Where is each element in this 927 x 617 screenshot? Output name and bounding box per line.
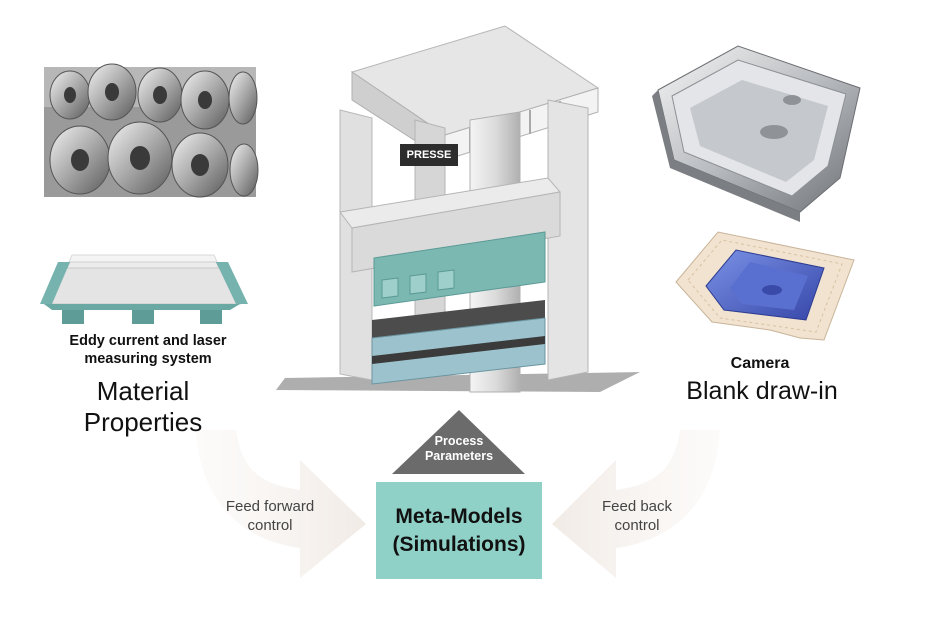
press-machine-image [276,25,640,393]
blank-draw-in-image [675,231,855,341]
meta-models-title: Meta-Models [395,504,523,528]
meta-models-box: Meta-Models (Simulations) [376,482,542,579]
blank-draw-in-title: Blank draw-in [686,377,838,405]
material-properties-title: Material Properties [83,376,203,437]
sink-image [652,45,861,222]
sensor-caption: Eddy current and laser measuring system [69,333,227,367]
process-parameters-triangle [392,410,525,474]
feed-back-label: Feed back control [601,498,673,534]
feed-forward-arrow [196,430,366,578]
press-name-plate: PRESSE [406,149,452,161]
meta-models-subtitle: (Simulations) [392,532,526,556]
feed-forward-label: Feed forward control [225,498,315,534]
camera-caption: Camera [730,355,790,372]
process-parameters-label: Process Parameters [424,434,494,463]
steel-coils-image [44,63,259,198]
sheet-stack-icon [40,254,248,324]
feed-back-arrow [552,430,720,578]
